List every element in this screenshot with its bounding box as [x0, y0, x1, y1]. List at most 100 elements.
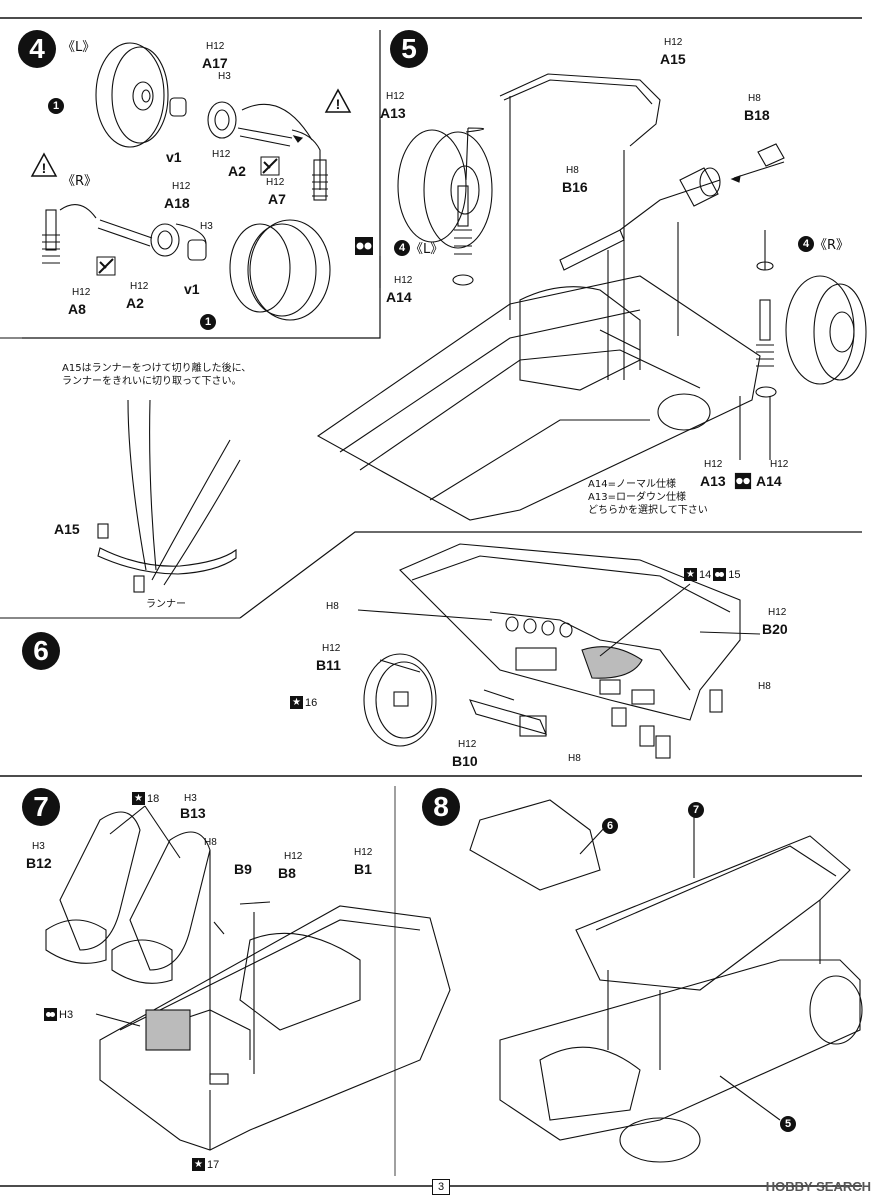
warning-icon: ! — [324, 88, 352, 113]
part-label: v1 — [166, 149, 182, 165]
part-label: A18 — [164, 195, 190, 211]
part-group: H12 — [354, 847, 373, 858]
warning-icon: ! — [30, 152, 58, 177]
part-group: H12 — [394, 275, 413, 286]
part-label: B9 — [234, 861, 252, 877]
svg-text:!: ! — [42, 160, 47, 176]
step-ref-4: 4 — [394, 240, 410, 256]
part-group: H3 — [218, 71, 231, 82]
step-8-badge: 8 — [422, 788, 460, 826]
part-group: H8 — [204, 837, 217, 848]
part-group: H3 — [32, 841, 45, 852]
part-label: B18 — [744, 107, 770, 123]
part-group: H12 — [206, 41, 225, 52]
option-icon — [355, 237, 373, 255]
step7-tub — [99, 905, 451, 1151]
part-group: H12 — [664, 37, 683, 48]
step4-wheel-top — [95, 42, 169, 148]
svg-text:!: ! — [336, 96, 341, 112]
part-group: H8 — [326, 601, 339, 612]
part-group: H12 — [72, 287, 91, 298]
step4-wheel-bottom — [229, 219, 331, 321]
part-group: H12 — [770, 459, 789, 470]
option-icon — [44, 1008, 57, 1021]
star-icon: ★ — [132, 792, 145, 805]
part-group: H12 — [704, 459, 723, 470]
step8-assembly — [469, 799, 863, 1163]
part-label: A2 — [126, 295, 144, 311]
part-group: H12 — [386, 91, 405, 102]
part-group: H12 — [284, 851, 303, 862]
part-label: B16 — [562, 179, 588, 195]
wheel-ref-1: 1 — [48, 98, 64, 114]
step-ref-6: 6 — [602, 818, 618, 834]
part-label: A13 — [380, 105, 406, 121]
cut-gate-icon — [96, 256, 116, 276]
mark-number: 18 — [147, 792, 160, 805]
part-label: A17 — [202, 55, 228, 71]
paint-mark-18: ★18 — [132, 792, 159, 805]
step6-dashboard — [399, 543, 741, 759]
step6-steering-wheel — [363, 653, 437, 747]
part-label: B8 — [278, 865, 296, 881]
star-icon: ★ — [290, 696, 303, 709]
part-label: A15 — [660, 51, 686, 67]
part-group: H8 — [748, 93, 761, 104]
part-group: H12 — [172, 181, 191, 192]
runner-label: ランナー — [146, 599, 186, 610]
step5-chassis — [316, 275, 761, 521]
wheel-ref-1: 1 — [200, 314, 216, 330]
option-icon — [713, 568, 727, 581]
part-group: H12 — [322, 643, 341, 654]
step-7-badge: 7 — [22, 788, 60, 826]
right-side-label: 《R》 — [62, 174, 98, 189]
part-label: A14 — [386, 289, 412, 305]
part-label: v1 — [184, 281, 200, 297]
step-ref-4: 4 — [798, 236, 814, 252]
a14-a13-option-note: A14=ノーマル仕様 A13=ローダウン仕様 どちらかを選択して下さい — [588, 479, 708, 516]
a15-runner-note: A15はランナーをつけて切り離した後に、 ランナーをきれいに切り取って下さい。 — [62, 363, 252, 387]
left-side-label: 《L》 — [62, 40, 96, 55]
part-label: B10 — [452, 753, 478, 769]
part-group: H12 — [266, 177, 285, 188]
star-icon: ★ — [192, 1158, 205, 1171]
part-label: B11 — [316, 657, 341, 673]
page-number: 3 — [432, 1179, 450, 1195]
mark-number: 16 — [305, 696, 318, 709]
paint-mark-16: ★16 — [290, 696, 317, 709]
part-label: B20 — [762, 621, 788, 637]
part-label: B12 — [26, 855, 52, 871]
star-icon: ★ — [684, 568, 697, 581]
watermark-logo: HOBBY SEARCH — [765, 1179, 871, 1194]
paint-mark-h3: H3 — [44, 1008, 73, 1021]
part-group: H12 — [768, 607, 787, 618]
part-label: A13 — [700, 473, 726, 489]
part-label: A14 — [756, 473, 782, 489]
part-label: A2 — [228, 163, 246, 179]
option-icon — [734, 472, 752, 490]
step-6-badge: 6 — [22, 632, 60, 670]
part-group: H12 — [212, 149, 231, 160]
part-group: H3 — [184, 793, 197, 804]
step-ref-7: 7 — [688, 802, 704, 818]
part-group: H12 — [458, 739, 477, 750]
left-side-label: 《L》 — [410, 242, 444, 257]
part-group: H8 — [566, 165, 579, 176]
cut-gate-icon — [260, 156, 280, 176]
paint-mark-14-15: ★14 15 — [684, 568, 741, 581]
step7-seats — [45, 811, 211, 984]
part-label: B13 — [180, 805, 206, 821]
mark-number: 17 — [207, 1158, 220, 1171]
right-side-label: 《R》 — [814, 238, 850, 253]
paint-mark-17: ★17 — [192, 1158, 219, 1171]
step-5-badge: 5 — [390, 30, 428, 68]
step-4-badge: 4 — [18, 30, 56, 68]
part-group: H8 — [568, 753, 581, 764]
part-label: B1 — [354, 861, 372, 877]
mark-number: 14 — [699, 568, 712, 581]
part-label: A15 — [54, 521, 80, 537]
part-group: H8 — [758, 681, 771, 692]
part-group: H3 — [200, 221, 213, 232]
